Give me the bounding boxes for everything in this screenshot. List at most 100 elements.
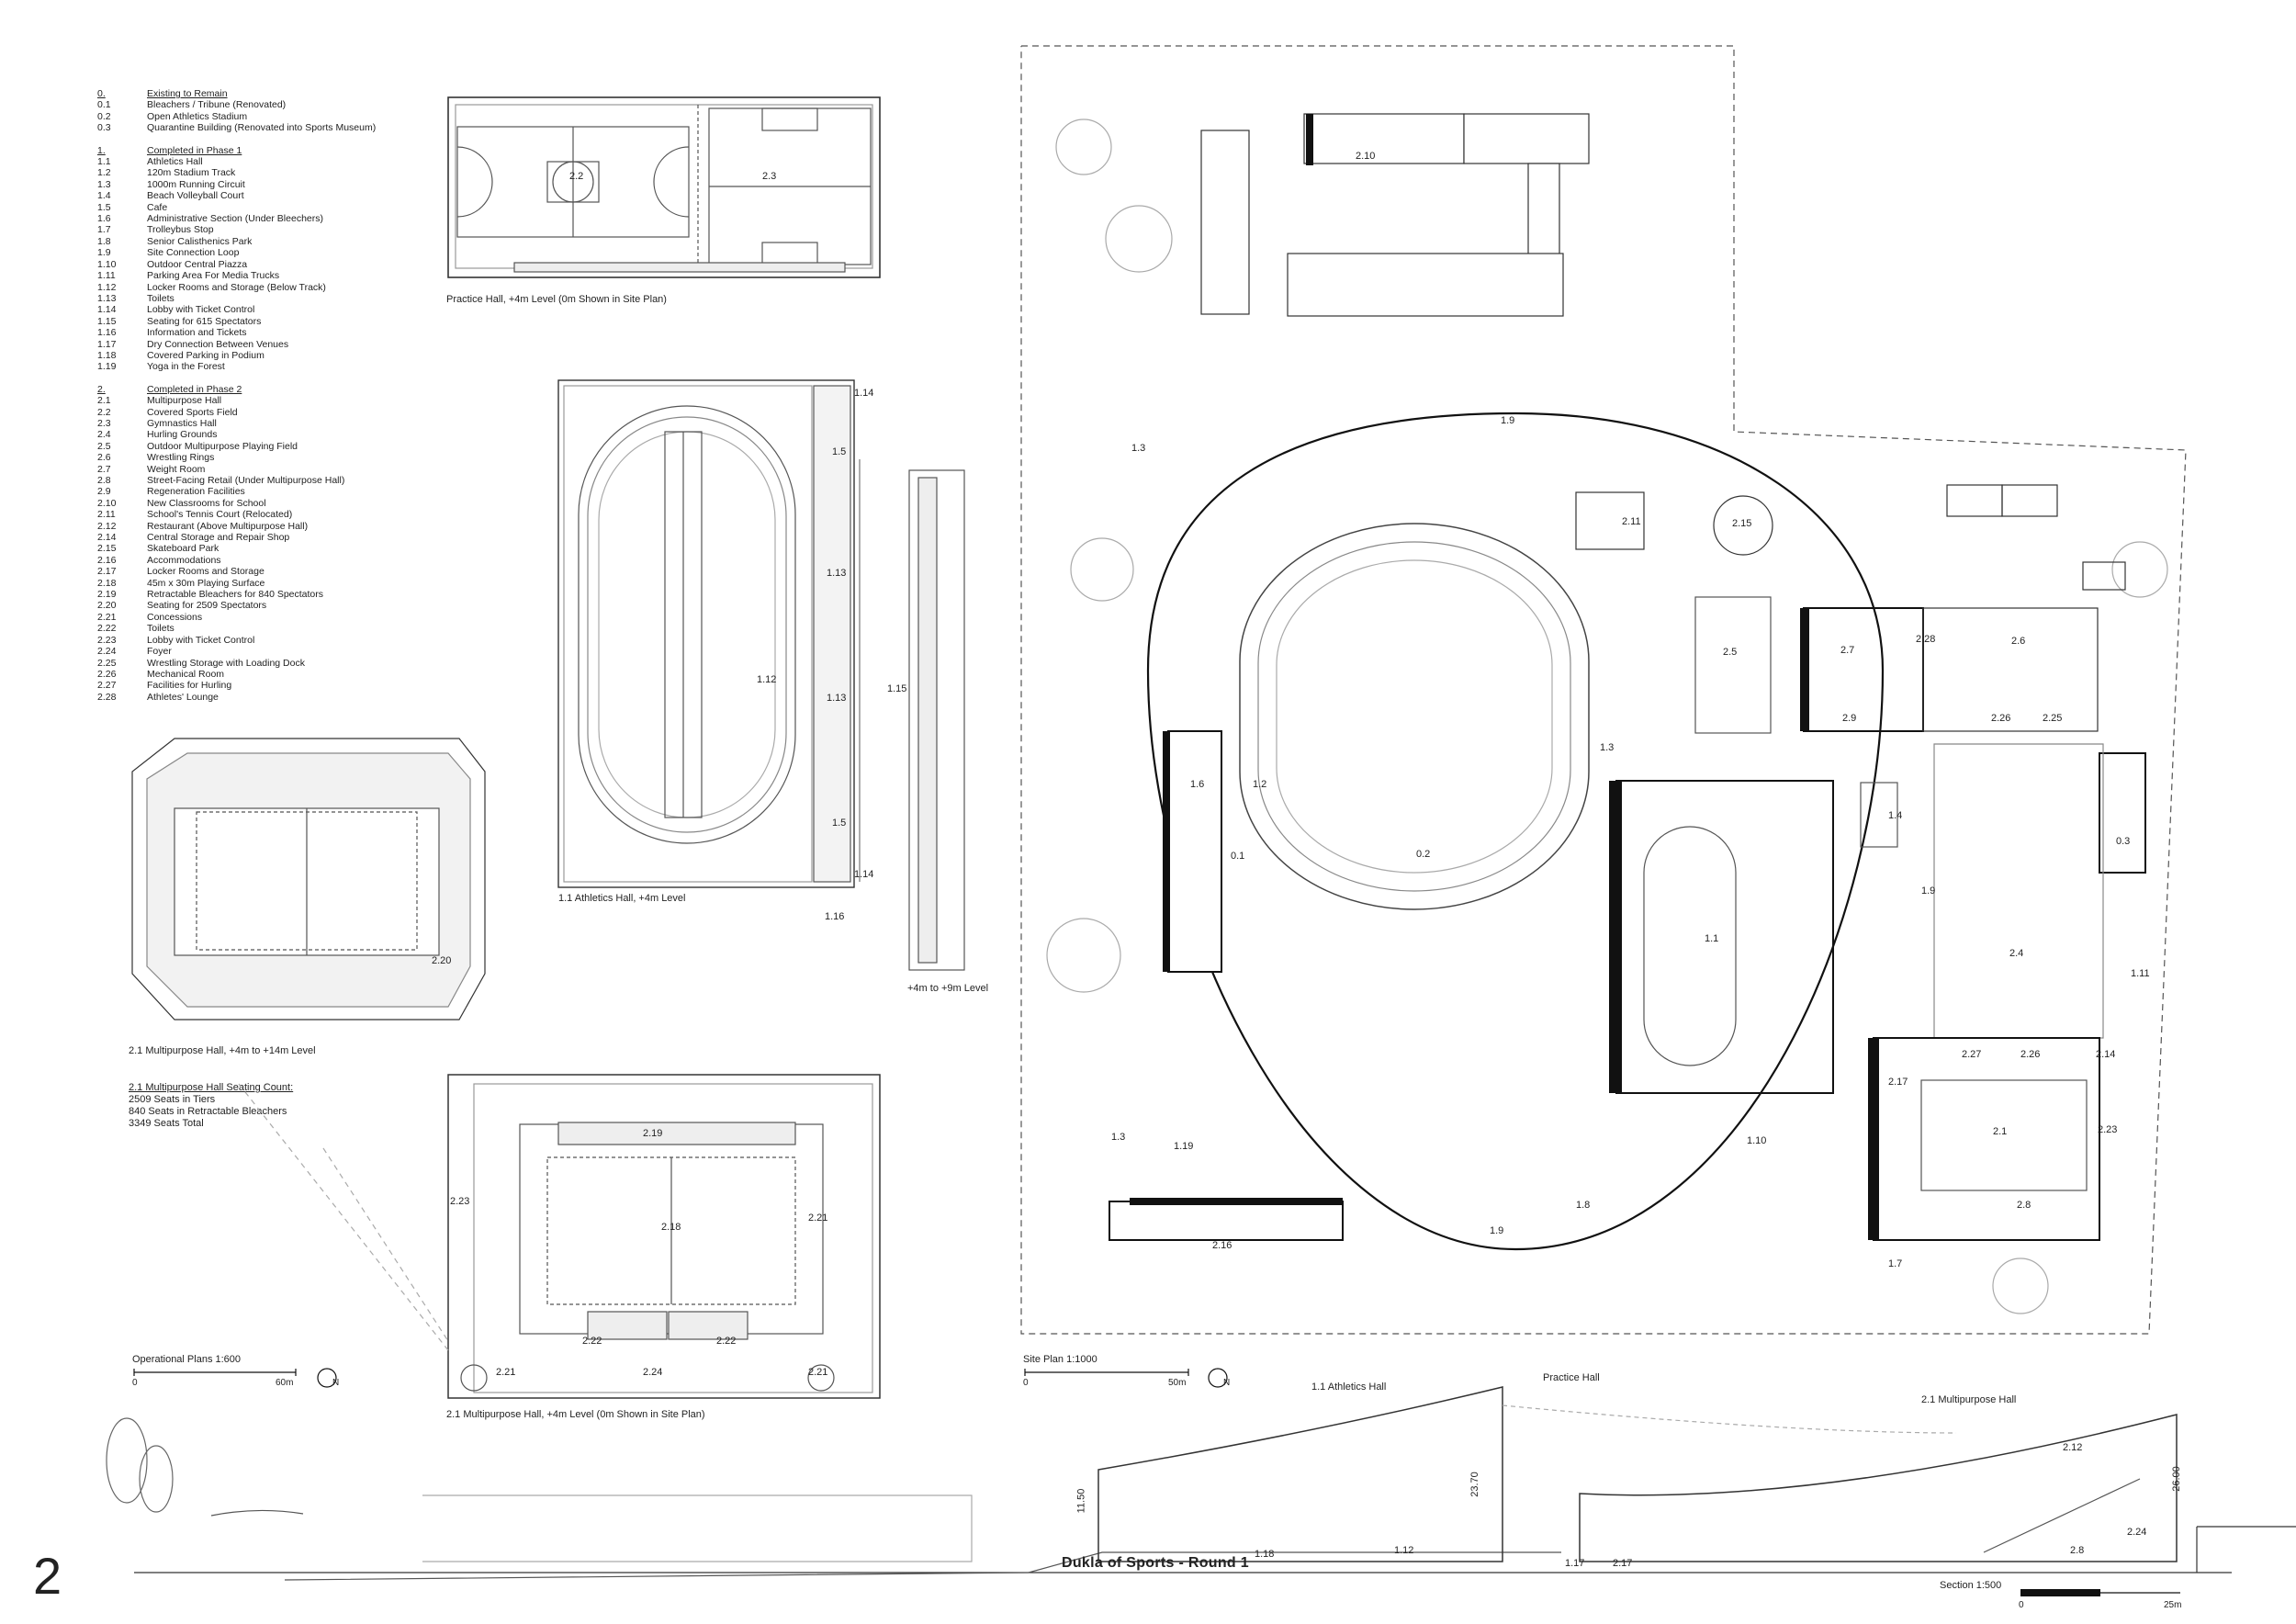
seating-line: 840 Seats in Retractable Bleachers	[129, 1106, 287, 1117]
legend-text: Foyer	[147, 646, 172, 658]
site-tag: 0.2	[1416, 849, 1431, 860]
legend-number: 1.10	[97, 258, 117, 270]
site-tag: 1.6	[1190, 779, 1205, 790]
legend-number: 2.9	[97, 486, 111, 498]
legend-text: Central Storage and Repair Shop	[147, 532, 290, 544]
legend-item: 2.14 Central Storage and Repair Shop	[97, 532, 446, 543]
legend-number: 1.6	[97, 213, 111, 225]
legend-item: 1.17 Dry Connection Between Venues	[97, 339, 446, 350]
legend-text: Administrative Section (Under Bleechers)	[147, 213, 323, 225]
site-scale-bar	[1024, 1368, 1228, 1388]
legend-item: 1.10 Outdoor Central Piazza	[97, 259, 446, 270]
room-tag: 2.23	[450, 1196, 470, 1207]
legend-number: 1.18	[97, 349, 117, 361]
legend-text: Street-Facing Retail (Under Multipurpose…	[147, 475, 345, 486]
room-tag: 2.2	[569, 171, 584, 182]
legend-number: 2.4	[97, 429, 111, 441]
legend-heading: 0.Existing to Remain	[97, 88, 446, 99]
north-label: N	[1223, 1378, 1231, 1388]
room-tag: 2.21	[496, 1367, 516, 1378]
site-scale-end: 50m	[1168, 1378, 1187, 1388]
multipurpose-lower-plan	[238, 1074, 881, 1399]
room-tag: 2.19	[643, 1128, 663, 1139]
legend-number: 2.10	[97, 497, 117, 509]
room-tag: 2.22	[582, 1336, 602, 1347]
legend-number: 1.5	[97, 201, 111, 213]
legend-text: Lobby with Ticket Control	[147, 304, 255, 316]
legend-number: 1.1	[97, 156, 111, 168]
dimension-label: 11.50	[1075, 1488, 1087, 1514]
room-tag: 2.21	[808, 1212, 828, 1224]
legend-number: 2.1	[97, 395, 111, 407]
legend-text: Wrestling Rings	[147, 452, 215, 464]
legend-text: Senior Calisthenics Park	[147, 235, 253, 247]
section-scale-end: 25m	[2164, 1600, 2182, 1610]
legend-number: 2.25	[97, 657, 117, 669]
legend-number: 1.13	[97, 292, 117, 304]
op-scale-end: 60m	[276, 1378, 294, 1388]
legend-text: Quarantine Building (Renovated into Spor…	[147, 122, 377, 134]
legend-number: 1.16	[97, 327, 117, 339]
section-scale-zero: 0	[2019, 1600, 2024, 1610]
legend-text: Bleachers / Tribune (Renovated)	[147, 99, 287, 111]
site-tag: 2.15	[1732, 518, 1752, 529]
multipurpose-upper-caption: 2.1 Multipurpose Hall, +4m to +14m Level	[129, 1045, 316, 1056]
section-tag: 1.18	[1255, 1549, 1275, 1560]
legend-number: 1.4	[97, 190, 111, 202]
legend-text: Parking Area For Media Trucks	[147, 270, 280, 282]
section-tag: 2.8	[2070, 1545, 2085, 1556]
seating-line: 2509 Seats in Tiers	[129, 1094, 216, 1105]
practice-hall-plan	[447, 96, 881, 278]
legend-number: 0.2	[97, 110, 111, 122]
legend-number: 2.14	[97, 532, 117, 544]
seating-line: 3349 Seats Total	[129, 1118, 204, 1129]
legend-number: 2.18	[97, 577, 117, 589]
legend-text: Covered Parking in Podium	[147, 349, 264, 361]
room-tag: 1.5	[832, 446, 847, 457]
section-label-athletics: 1.1 Athletics Hall	[1311, 1382, 1387, 1393]
legend-text: Restaurant (Above Multipurpose Hall)	[147, 520, 309, 532]
legend-text: Dry Connection Between Venues	[147, 338, 289, 350]
legend-text: Site Connection Loop	[147, 247, 240, 259]
legend-text: Athletes' Lounge	[147, 691, 219, 703]
site-tag: 2.28	[1916, 634, 1936, 645]
seating-count-note: 2.1 Multipurpose Hall Seating Count: 250…	[129, 1082, 404, 1130]
room-tag: 2.22	[716, 1336, 737, 1347]
legend-text: Hurling Grounds	[147, 429, 218, 441]
site-tag: 1.9	[1501, 415, 1515, 426]
bleacher-level-caption: +4m to +9m Level	[907, 983, 989, 994]
site-tag: 2.26	[1991, 713, 2011, 724]
legend-text: Outdoor Central Piazza	[147, 258, 248, 270]
site-tag: 2.5	[1723, 647, 1738, 658]
legend-number: 2.7	[97, 463, 111, 475]
site-scale-title: Site Plan 1:1000	[1023, 1354, 1097, 1365]
legend-number: 2.2	[97, 406, 111, 418]
legend-text: Yoga in the Forest	[147, 361, 225, 373]
section-scale-title: Section 1:500	[1940, 1580, 2002, 1591]
room-tag: 2.24	[643, 1367, 663, 1378]
legend-number: 1.17	[97, 338, 117, 350]
section-tag: 2.24	[2127, 1527, 2147, 1538]
site-tag: 1.1	[1705, 933, 1719, 944]
operational-scale-title: Operational Plans 1:600	[132, 1354, 242, 1365]
